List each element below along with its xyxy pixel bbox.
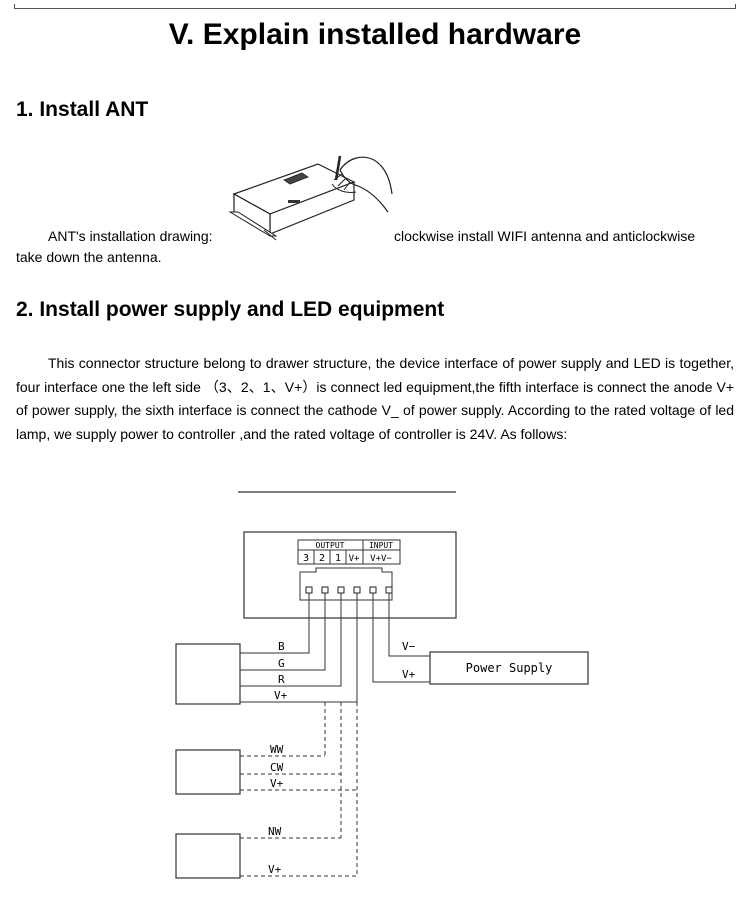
ww-cw-led-device <box>175 749 241 795</box>
terminal-connector <box>299 567 393 601</box>
terminal-label-table <box>297 539 401 565</box>
rgb-led-device <box>175 643 241 705</box>
wire-vplus-ps <box>372 593 430 683</box>
wire-cw-label: CW <box>270 761 284 774</box>
output-label: OUTPUT <box>316 541 345 550</box>
power-supply-box <box>429 651 589 685</box>
pin-input-label: V+V− <box>370 554 392 564</box>
nw-led-device <box>175 833 241 879</box>
input-label: INPUT <box>369 541 393 550</box>
wire-r-label: R <box>278 673 285 686</box>
pin-1-label: 1 <box>335 553 341 564</box>
wire-nw-label: NW <box>268 825 282 838</box>
section-heading-install-ant: 1. Install ANT <box>16 98 149 121</box>
pin-2-label: 2 <box>319 553 325 564</box>
terminal-screws <box>305 586 393 594</box>
antenna-caption-wrap: take down the antenna. <box>16 249 162 265</box>
page-title: V. Explain installed hardware <box>168 18 582 51</box>
wire-g-label: G <box>278 657 285 670</box>
wire-vplus-ps-label: V+ <box>402 668 416 681</box>
top-rule <box>14 4 736 9</box>
wire-vplus-3-label: V+ <box>268 863 282 876</box>
antenna-caption-lead: ANT's installation drawing: <box>48 228 213 244</box>
wire-vplus-1-label: V+ <box>274 689 288 702</box>
wire-vminus-label: V− <box>402 640 416 653</box>
wire-b-label: B <box>278 640 285 653</box>
wire-b <box>240 593 310 654</box>
antenna-caption-tail: clockwise install WIFI antenna and antic… <box>394 228 696 244</box>
wire-g <box>240 593 326 671</box>
connector-description: This connector structure belong to drawe… <box>16 355 734 442</box>
wire-r <box>240 593 342 687</box>
wire-ww-label: WW <box>270 743 284 756</box>
pin-vplus-label: V+ <box>349 554 360 564</box>
wire-vplus-2-label: V+ <box>270 777 284 790</box>
antenna-installation-illustration <box>228 155 393 241</box>
wire-vminus <box>388 593 430 657</box>
section-heading-power-led: 2. Install power supply and LED equipmen… <box>16 298 445 321</box>
power-supply-label: Power Supply <box>466 661 553 675</box>
wiring-diagram: OUTPUT INPUT 3 2 1 V+ V+V− B G R V+ Powe… <box>175 491 589 879</box>
pin-3-label: 3 <box>303 553 309 564</box>
